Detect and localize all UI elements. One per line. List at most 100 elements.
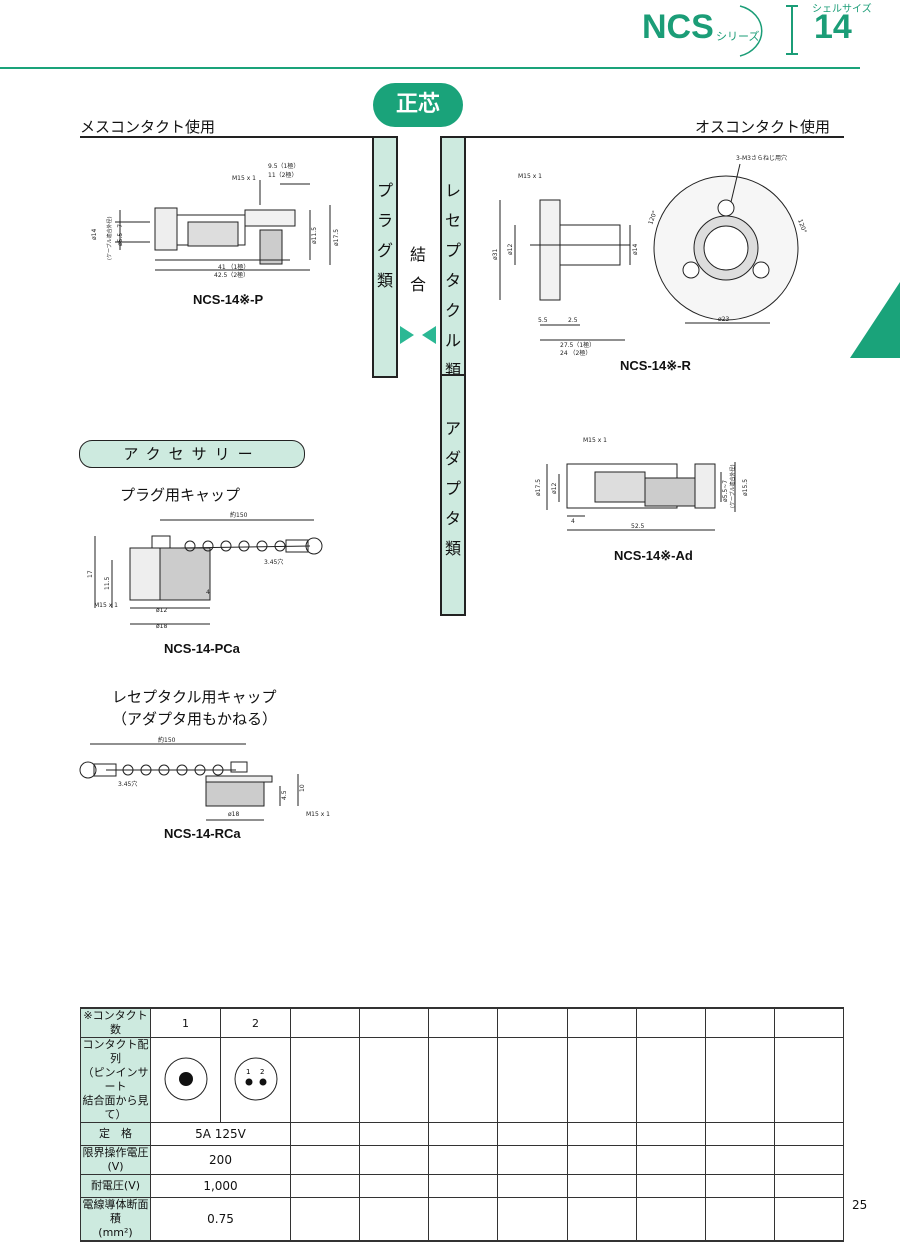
adapter-char: 類 — [444, 539, 461, 558]
pin-label: 1 — [246, 1068, 250, 1076]
adapter-char: プ — [444, 479, 461, 498]
receptacle-drawing: M15 x 1 ø31 ø12 ø14 5.5 2.5 27.5（1極） 24 … — [492, 154, 808, 357]
arrow-left-icon — [422, 326, 436, 344]
table-cell — [150, 1037, 221, 1123]
receptacle-char: ル — [444, 331, 461, 350]
plug-cap-dim: ø12 — [156, 607, 167, 614]
plug-cap-dim: 約150 — [230, 511, 248, 519]
adapter-char: ダ — [444, 449, 461, 468]
table-cell: 5A 125V — [150, 1122, 291, 1146]
adapter-dim: 4 — [571, 518, 575, 525]
adapter-dim: 52.5 — [631, 523, 645, 530]
receptacle-cap-dim: 約150 — [158, 736, 176, 744]
adapter-column-text: ア ダ プ タ 類 — [442, 414, 464, 564]
receptacle-dim: 5.5 — [538, 317, 548, 324]
series-name: NCS — [642, 8, 714, 46]
plug-cap-dim: ø18 — [156, 623, 167, 630]
table-row: ※コンタクト数 1 2 — [80, 1007, 845, 1038]
receptacle-dim: 27.5（1極） — [560, 341, 595, 349]
plug-char: 類 — [376, 271, 393, 290]
table-header-cell: 耐電圧(V) — [80, 1174, 151, 1198]
plug-cap-drawing: 約150 3.45穴 17 11.5 4 M15 x 1 ø12 ø18 — [87, 511, 323, 630]
adapter-dim: ø12 — [551, 483, 558, 494]
receptacle-char: セ — [444, 211, 461, 230]
plug-char: グ — [376, 241, 393, 260]
receptacle-cap-dim: 3.45穴 — [118, 780, 137, 788]
receptacle-cap-heading: レセプタクル用キャップ — [112, 688, 277, 706]
mating-char: 合 — [409, 275, 426, 294]
series-suffix: シリーズ — [716, 30, 760, 43]
pin-label: 2 — [260, 1068, 264, 1076]
table-cell: 1 — [150, 1007, 221, 1038]
plug-cap-dim: 4 — [206, 589, 210, 596]
receptacle-char: タ — [444, 271, 461, 290]
receptacle-dim: 120° — [647, 210, 659, 226]
plug-cap-caption: NCS-14-PCa — [164, 641, 240, 656]
adapter-dim: ø15.5 — [742, 479, 749, 496]
plug-dim: M15 x 1 — [232, 175, 256, 182]
adapter-char: タ — [444, 509, 461, 528]
plug-dim: 9.5（1極） — [268, 162, 299, 170]
table-cell: 2 — [220, 1007, 291, 1038]
receptacle-char: レ — [444, 181, 461, 200]
receptacle-cap-dim: ø18 — [228, 811, 239, 818]
adapter-caption: NCS-14※-Ad — [614, 548, 693, 563]
receptacle-char: プ — [444, 241, 461, 260]
shell-size-number: 14 — [814, 8, 852, 46]
table-cell: 1 2 — [220, 1037, 291, 1123]
receptacle-dim: ø12 — [507, 244, 514, 255]
table-header-cell: ※コンタクト数 — [80, 1007, 151, 1038]
table-cell: 1,000 — [150, 1174, 291, 1198]
plug-caption: NCS-14※-P — [193, 292, 264, 307]
table-row: 電線導体断面積 (mm²) 0.75 — [80, 1197, 845, 1242]
header-rule — [0, 67, 860, 69]
table-header-cell: コンタクト配列 （ピンインサート 結合面から見て） — [80, 1037, 151, 1123]
table-header-cell: 電線導体断面積 (mm²) — [80, 1197, 151, 1242]
table-row: 耐電圧(V) 1,000 — [80, 1174, 845, 1198]
receptacle-cap-caption: NCS-14-RCa — [164, 826, 241, 841]
double-pin-layout-icon: 1 2 — [234, 1057, 277, 1100]
receptacle-dim: 24 （2極） — [560, 349, 591, 357]
mating-label: 結 合 — [407, 240, 429, 300]
arrow-right-icon — [400, 326, 414, 344]
male-contact-heading: オスコンタクト使用 — [695, 118, 831, 136]
receptacle-dim: ø14 — [632, 244, 639, 255]
receptacle-cap-dim: 10 — [299, 784, 306, 792]
plug-dim: 42.5（2極） — [214, 271, 249, 279]
male-heading-rule — [440, 136, 844, 138]
page-number: 25 — [852, 1198, 868, 1212]
plug-column — [372, 136, 398, 378]
spec-table: ※コンタクト数 1 2 コンタクト配列 （ピンインサート 結合面から見て） 1 … — [80, 1007, 845, 1242]
shell-size-label: シェルサイズ — [812, 4, 872, 15]
receptacle-cap-drawing: 約150 3.45穴 10 4.5 ø18 M15 x 1 — [79, 736, 330, 821]
receptacle-cap-dim: 4.5 — [281, 790, 288, 800]
plug-dim: 41 （1極） — [218, 263, 249, 271]
label-line: 電線導体断面積 — [82, 1198, 149, 1225]
plug-dim: (ケーブル適合外径) — [106, 216, 113, 260]
label-line: （ピンインサート — [82, 1066, 149, 1093]
table-row: 定 格 5A 125V — [80, 1122, 845, 1146]
adapter-drawing: M15 x 1 ø17.5 ø12 4 ø5.5~7 (ケーブル適合外径) ø1… — [535, 437, 749, 531]
table-row: 限界操作電圧(V) 200 — [80, 1145, 845, 1175]
adapter-column — [440, 374, 466, 616]
adapter-char: ア — [444, 419, 461, 438]
adapter-dim: ø17.5 — [535, 479, 542, 496]
plug-cap-dim: 17 — [87, 570, 94, 578]
receptacle-cap-dim: M15 x 1 — [306, 811, 330, 818]
plug-dim: ø14 — [91, 229, 98, 240]
table-cell: 200 — [150, 1145, 291, 1175]
receptacle-cap-subheading: （アダプタ用もかねる） — [112, 710, 278, 728]
plug-char: ラ — [376, 211, 393, 230]
accessory-title: アクセサリー — [79, 440, 305, 468]
female-contact-heading: メスコンタクト使用 — [80, 118, 216, 136]
plug-char: プ — [376, 181, 393, 200]
receptacle-char: ク — [444, 301, 461, 320]
plug-dim: 11（2極） — [268, 171, 297, 179]
label-line: (mm²) — [98, 1226, 133, 1239]
receptacle-dim: M15 x 1 — [518, 173, 542, 180]
receptacle-dim: ø23 — [718, 316, 729, 323]
single-pin-layout-icon — [164, 1057, 207, 1100]
plug-cap-dim: 11.5 — [104, 576, 111, 590]
label-line: コンタクト配列 — [82, 1038, 149, 1065]
plug-dim: ø11.5 — [311, 227, 318, 244]
